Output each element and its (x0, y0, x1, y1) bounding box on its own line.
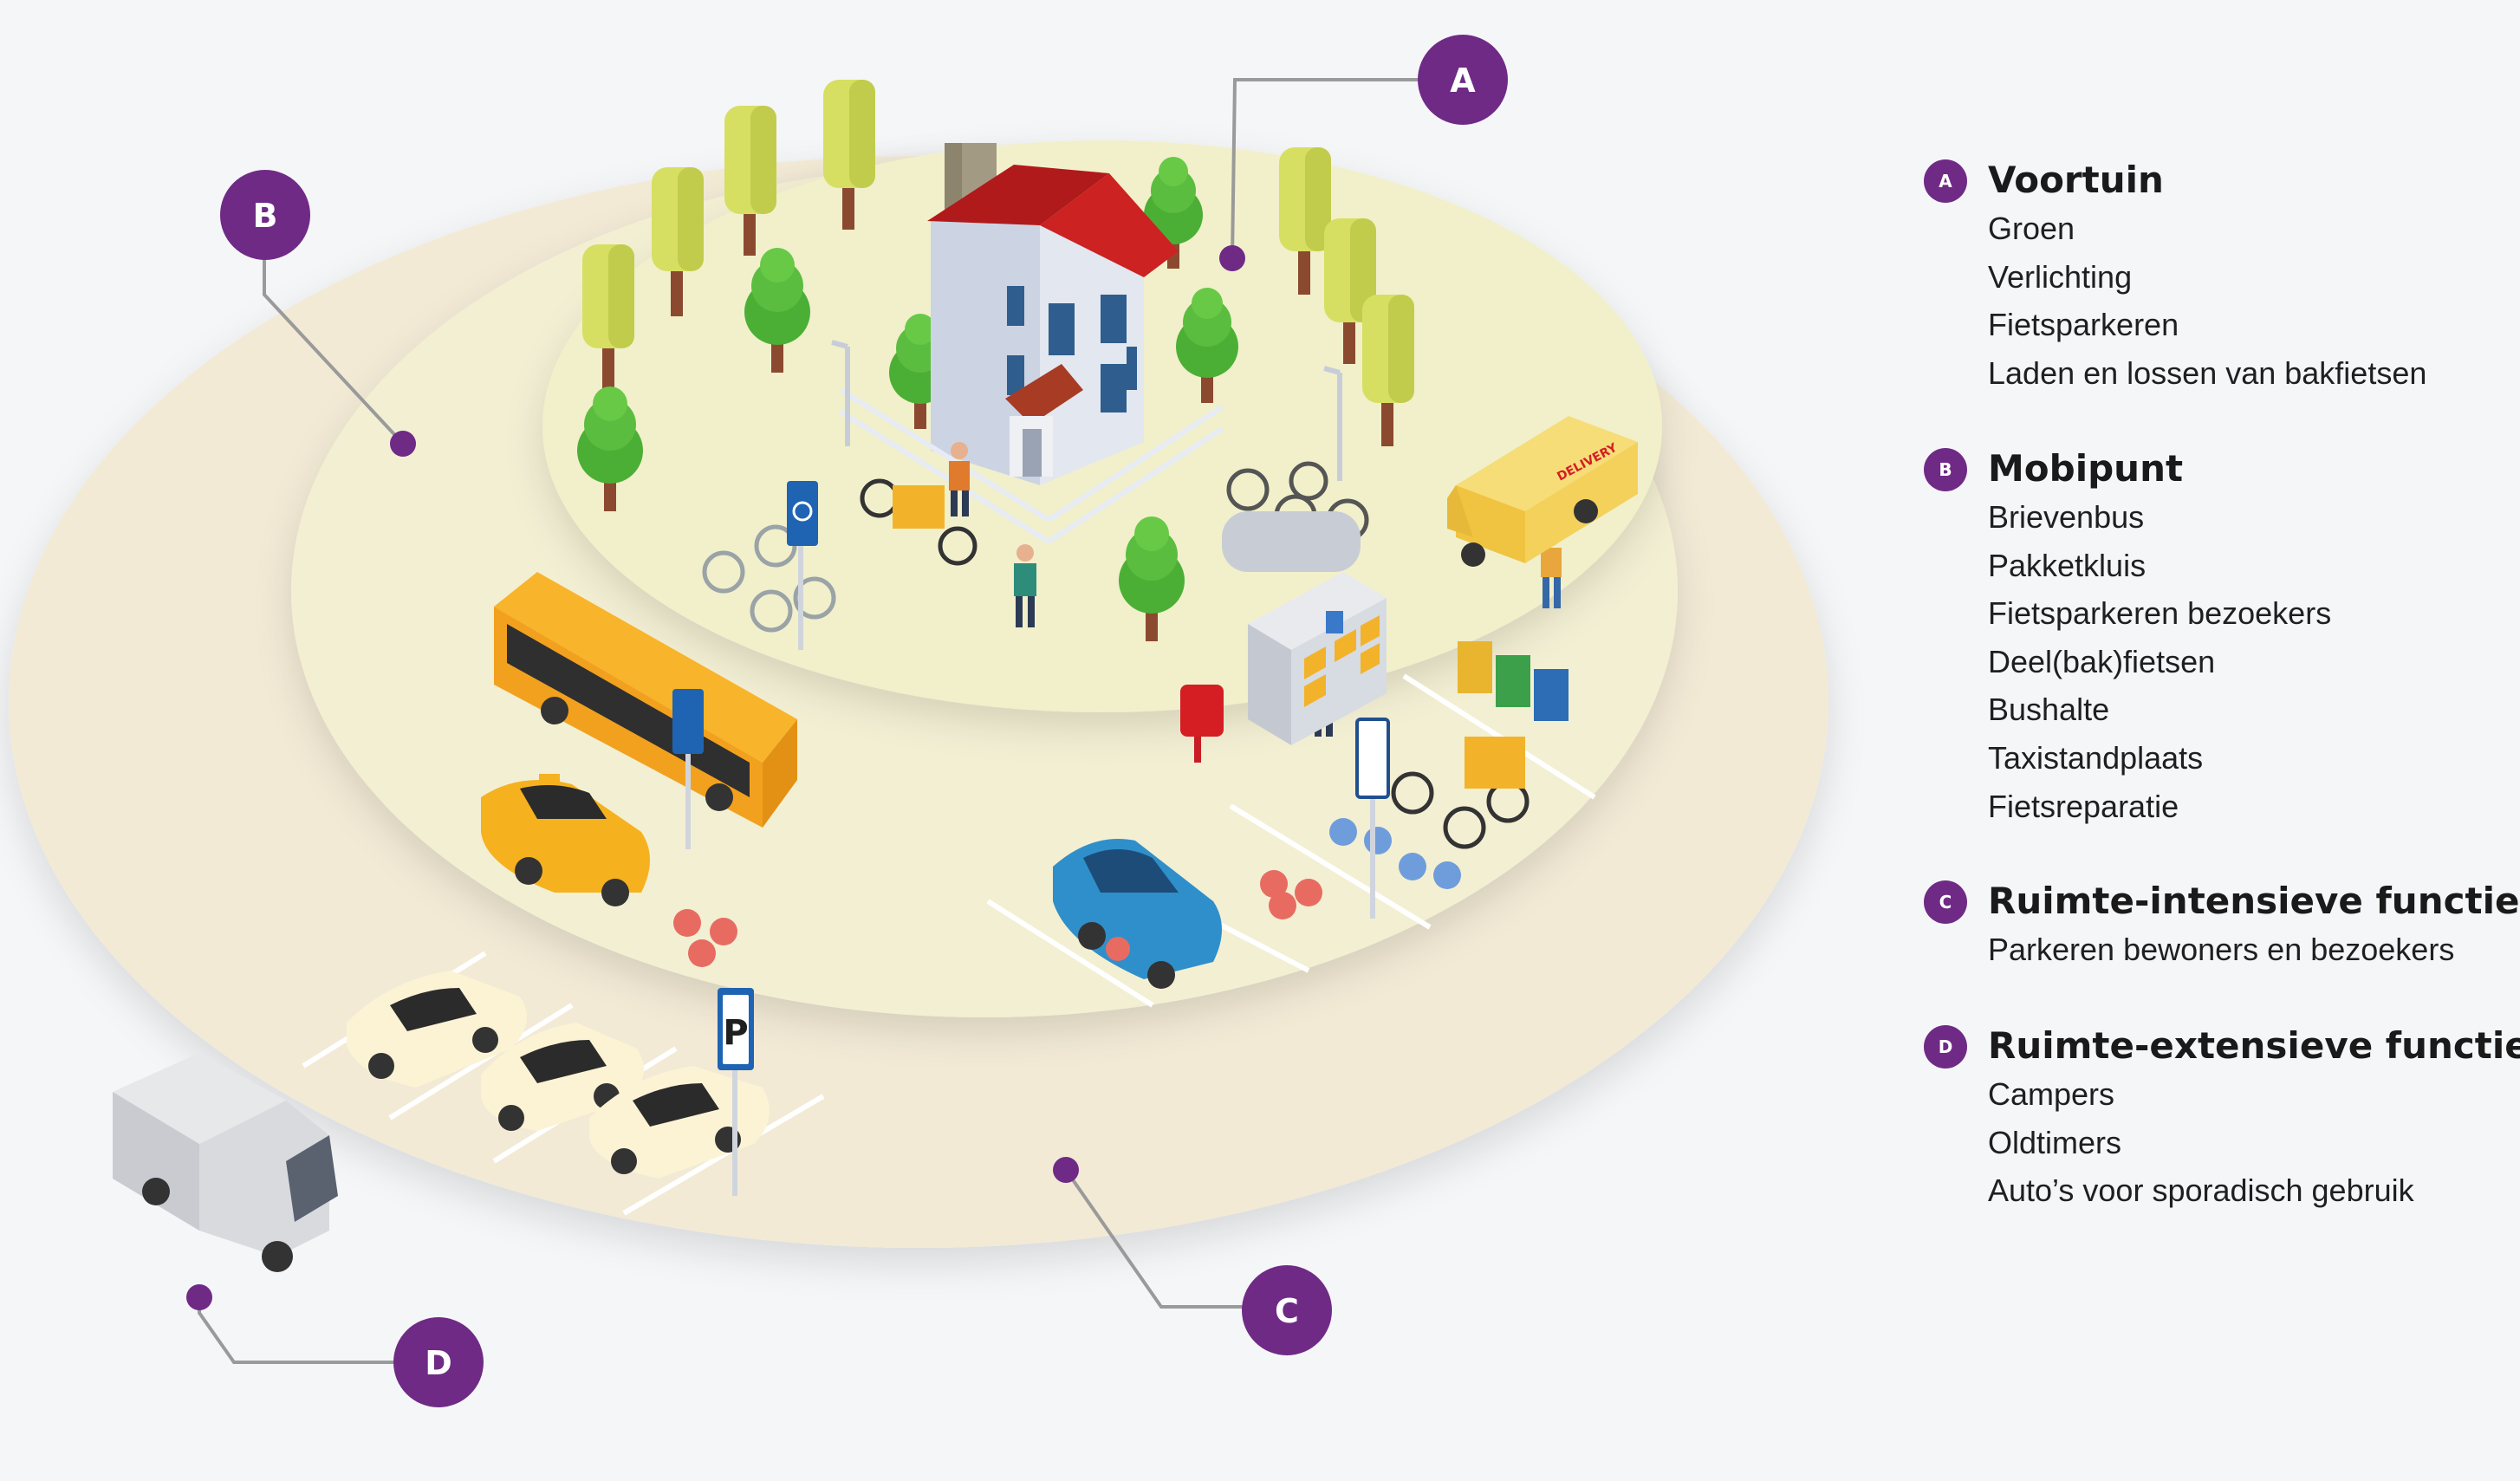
tree (1119, 516, 1185, 641)
parcel-locker (1248, 572, 1387, 745)
tree (652, 167, 704, 316)
callout-dot-a (1219, 245, 1245, 271)
legend-marker-b: B (1924, 448, 1967, 491)
legend-title-ruimte-extensieve: Ruimte-extensieve functies (1988, 1024, 2520, 1067)
bike-parking-sign (787, 481, 818, 650)
callout-letter-c: C (1275, 1292, 1299, 1330)
legend-list-d: Campers Oldtimers Auto’s voor sporadisch… (1988, 1070, 2520, 1215)
legend-item: Brievenbus (1988, 499, 2145, 535)
legend-item: Taxistandplaats (1988, 739, 2204, 776)
tree (1362, 295, 1414, 446)
callout-badge-b: B (220, 170, 310, 260)
parked-car (481, 1023, 644, 1131)
legend-item: Auto’s voor sporadisch gebruik (1988, 1172, 2414, 1209)
tree (724, 106, 776, 256)
tree (1176, 288, 1238, 403)
taxi (481, 774, 650, 906)
legend-title-voortuin: Voortuin (1988, 159, 2164, 201)
callout-dot-c (1053, 1157, 1079, 1183)
legend-item: Laden en lossen van bakfietsen (1988, 354, 2427, 391)
callout-badge-c: C (1242, 1265, 1332, 1355)
camper (113, 1053, 338, 1272)
legend-item: Fietsparkeren (1988, 307, 2179, 343)
legend-item: Pakketkluis (1988, 547, 2147, 583)
callout-letter-b: B (253, 197, 278, 235)
legend-marker-a: A (1924, 159, 1967, 203)
legend-item: Campers (1988, 1076, 2115, 1112)
legend-title-mobipunt: Mobipunt (1988, 447, 2184, 490)
legend-item: Fietsreparatie (1988, 788, 2179, 824)
callout-dot-d (186, 1284, 212, 1310)
parked-car (589, 1066, 770, 1179)
blue-car (1053, 839, 1222, 989)
legend-title-ruimte-intensieve: Ruimte-intensieve functies (1988, 880, 2520, 922)
legend-section-a: A Voortuin Groen Verlichting Fietsparker… (1924, 156, 2426, 397)
callout-badge-d: D (393, 1317, 484, 1407)
legend-item: Bushalte (1988, 692, 2110, 728)
legend-section-b: B Mobipunt Brievenbus Pakketkluis Fietsp… (1924, 445, 2331, 830)
bike-rack (1222, 511, 1361, 572)
callout-badge-a: A (1418, 35, 1508, 125)
legend-item: Groen (1988, 211, 2075, 246)
mobipunt-sign (1355, 718, 1390, 919)
bus-stop-sign (672, 689, 704, 849)
legend-list-b: Brievenbus Pakketkluis Fietsparkeren bez… (1988, 493, 2331, 830)
legend-section-d: D Ruimte-extensieve functies Campers Old… (1924, 1022, 2520, 1215)
waste-bins (1458, 641, 1569, 721)
legend-item: Oldtimers (1988, 1124, 2122, 1160)
tree (582, 244, 634, 390)
parking-sign: P (718, 988, 754, 1196)
parked-car (347, 971, 527, 1088)
callout-letter-d: D (425, 1344, 452, 1382)
legend-marker-c: C (1924, 880, 1967, 924)
legend-item: Fietsparkeren bezoekers (1988, 595, 2332, 632)
legend-item: Deel(bak)fietsen (1988, 643, 2216, 679)
legend-marker-d: D (1924, 1025, 1967, 1069)
tree (744, 248, 810, 373)
parked-cars (347, 971, 770, 1179)
legend-section-c: C Ruimte-intensieve functies Parkeren be… (1924, 877, 2520, 974)
mailbox (1180, 685, 1224, 763)
legend-item: Parkeren bewoners en bezoekers (1988, 932, 2455, 967)
trees (577, 80, 1414, 641)
fence (839, 387, 1224, 544)
callout-letter-a: A (1450, 62, 1476, 100)
tree (823, 80, 875, 230)
callout-dot-b (390, 431, 416, 457)
legend-list-c: Parkeren bewoners en bezoekers (1988, 926, 2520, 974)
house (927, 143, 1179, 485)
legend-list-a: Groen Verlichting Fietsparkeren Laden en… (1988, 205, 2426, 397)
callout-dots (186, 245, 1245, 1310)
tree (1324, 218, 1376, 364)
delivery-van: DELIVERY (1447, 416, 1638, 567)
parking-sign-label: P (723, 1013, 748, 1053)
tree (577, 386, 643, 511)
tree (1279, 147, 1331, 295)
legend-item: Verlichting (1988, 258, 2133, 295)
street-lamps (831, 340, 1342, 481)
